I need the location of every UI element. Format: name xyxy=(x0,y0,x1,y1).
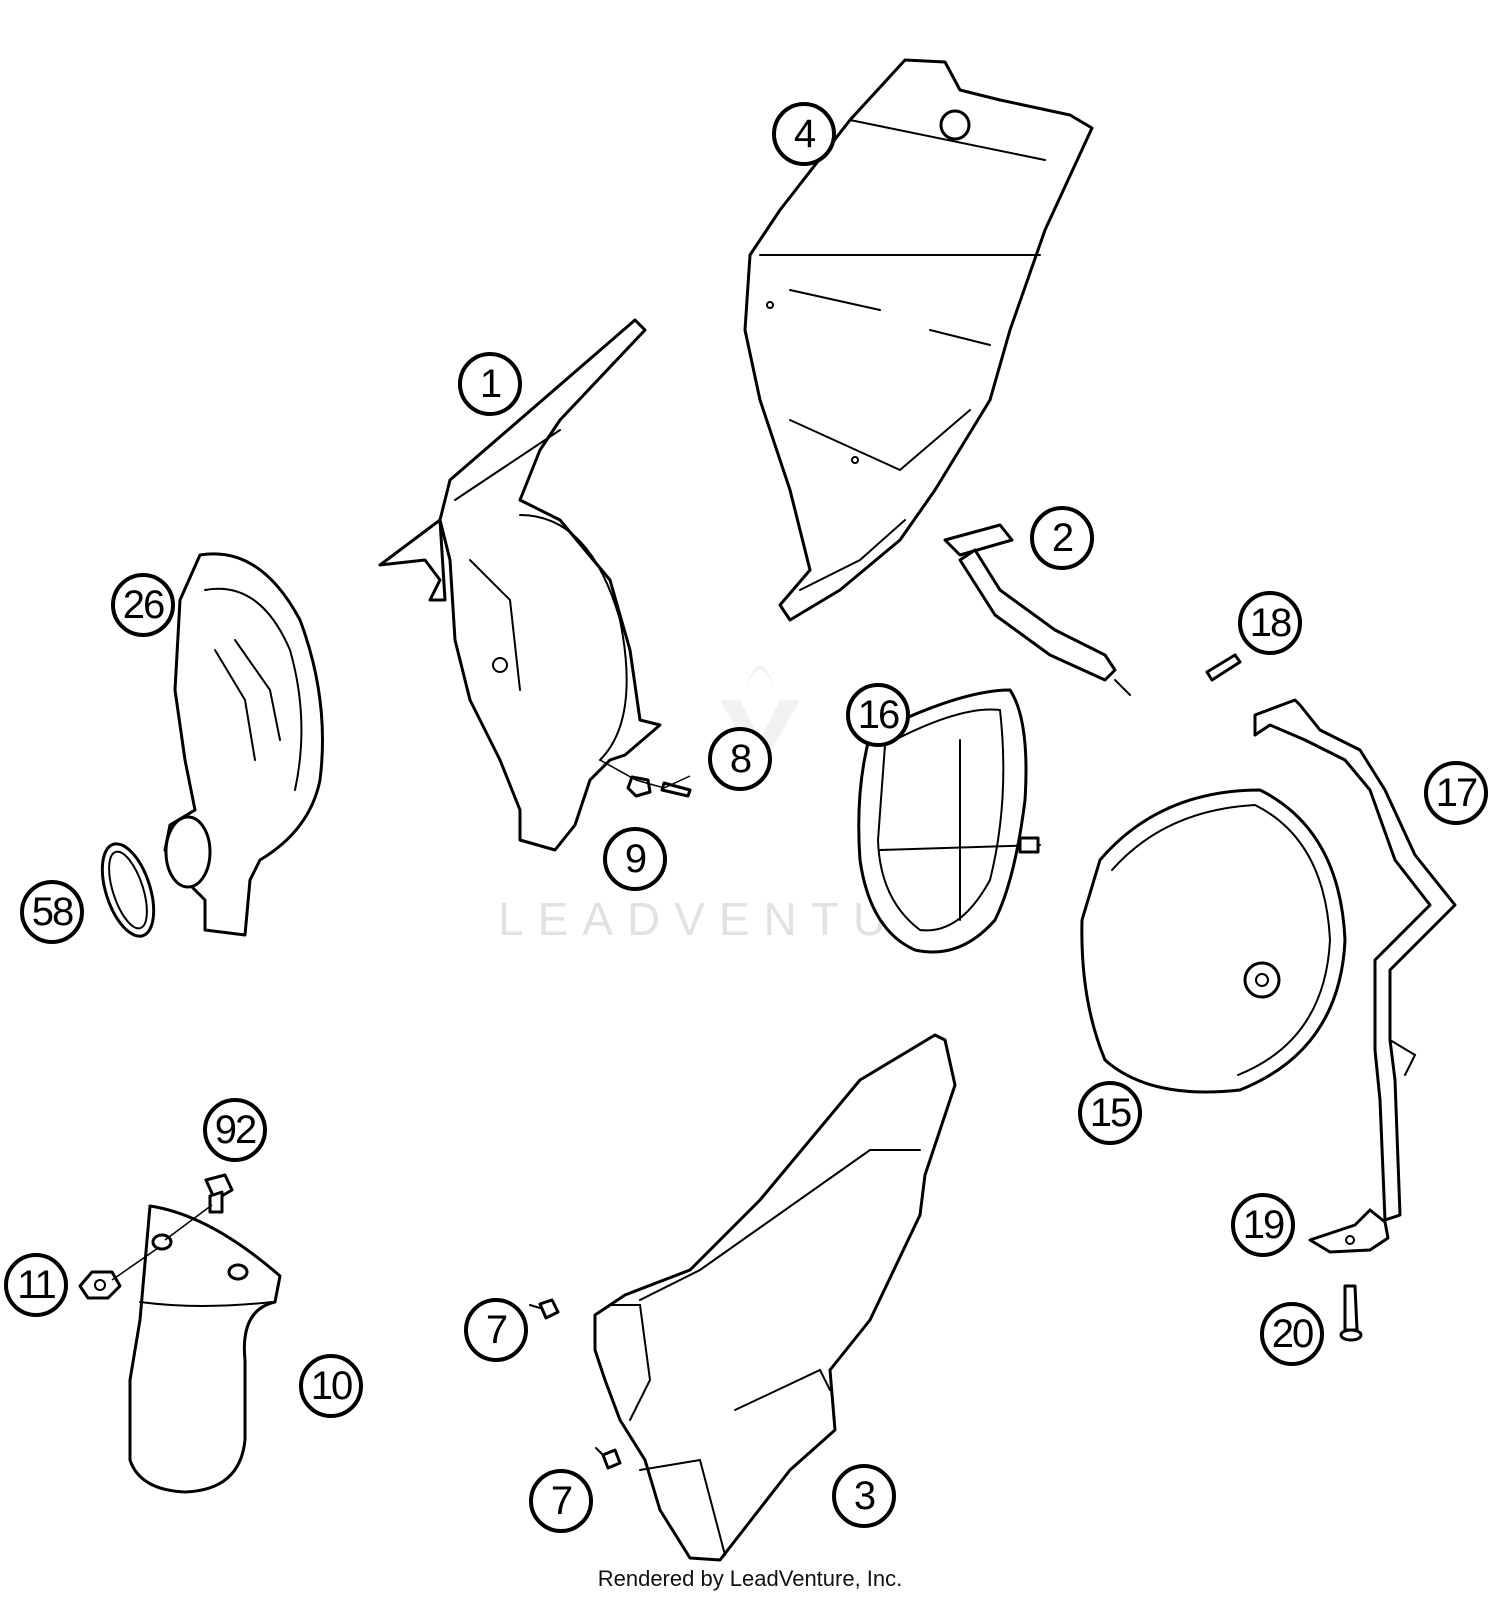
leader-8-9 xyxy=(599,759,691,789)
callout-92: 92 xyxy=(203,1098,267,1162)
footer-credit: Rendered by LeadVenture, Inc. xyxy=(597,1566,903,1591)
svg-text:3: 3 xyxy=(854,1474,875,1518)
svg-text:9: 9 xyxy=(625,837,646,881)
part-filter-cage xyxy=(857,688,1041,954)
svg-text:20: 20 xyxy=(1272,1312,1313,1356)
leader-11 xyxy=(111,1247,159,1281)
part-side-cover xyxy=(593,1033,957,1562)
part-screw-20 xyxy=(1339,1284,1363,1342)
callout-15: 15 xyxy=(1078,1081,1142,1145)
part-plate xyxy=(1308,1208,1390,1254)
svg-text:4: 4 xyxy=(794,112,816,156)
callout-8: 8 xyxy=(708,727,772,791)
part-fitting-9 xyxy=(626,775,652,798)
part-strap xyxy=(943,523,1131,696)
svg-text:26: 26 xyxy=(123,583,164,627)
svg-text:8: 8 xyxy=(730,737,751,781)
callout-4: 4 xyxy=(772,102,836,166)
svg-text:58: 58 xyxy=(32,890,73,934)
callout-20: 20 xyxy=(1260,1302,1324,1366)
part-nut xyxy=(78,1270,122,1300)
callout-7-upper: 7 xyxy=(464,1298,528,1362)
svg-text:7: 7 xyxy=(551,1479,572,1523)
part-airbox xyxy=(743,58,1094,622)
part-clamp xyxy=(100,842,156,938)
part-intake-boot xyxy=(163,552,324,937)
callout-10: 10 xyxy=(299,1354,363,1418)
callout-1: 1 xyxy=(458,352,522,416)
part-fitting-8 xyxy=(660,781,692,798)
callout-16: 16 xyxy=(846,683,910,747)
part-mud-flap xyxy=(128,1204,282,1494)
callout-58: 58 xyxy=(20,880,84,944)
svg-text:19: 19 xyxy=(1243,1203,1284,1247)
svg-text:7: 7 xyxy=(486,1308,507,1352)
svg-text:16: 16 xyxy=(858,693,899,737)
callout-18: 18 xyxy=(1238,591,1302,655)
svg-text:10: 10 xyxy=(311,1364,352,1408)
callout-3: 3 xyxy=(832,1464,896,1528)
callout-2: 2 xyxy=(1030,506,1094,570)
callout-17: 17 xyxy=(1424,761,1488,825)
svg-text:2: 2 xyxy=(1052,516,1073,560)
callout-26: 26 xyxy=(111,573,175,637)
callout-7-lower: 7 xyxy=(529,1469,593,1533)
watermark-logo-icon xyxy=(720,665,800,770)
svg-text:15: 15 xyxy=(1090,1091,1131,1135)
part-screw-7a xyxy=(529,1298,560,1320)
leader-92 xyxy=(164,1204,213,1241)
svg-text:11: 11 xyxy=(17,1263,55,1307)
part-bracket xyxy=(1253,698,1457,1222)
svg-text:17: 17 xyxy=(1436,771,1477,815)
svg-text:18: 18 xyxy=(1250,601,1291,645)
callout-19: 19 xyxy=(1231,1193,1295,1257)
part-air-filter xyxy=(1080,788,1347,1094)
callout-11: 11 xyxy=(4,1253,68,1317)
part-pin xyxy=(1205,653,1242,682)
svg-text:1: 1 xyxy=(480,362,501,406)
part-screw-7b xyxy=(595,1447,622,1470)
callout-9: 9 xyxy=(603,827,667,891)
svg-text:92: 92 xyxy=(215,1108,256,1152)
part-housing xyxy=(378,318,662,852)
